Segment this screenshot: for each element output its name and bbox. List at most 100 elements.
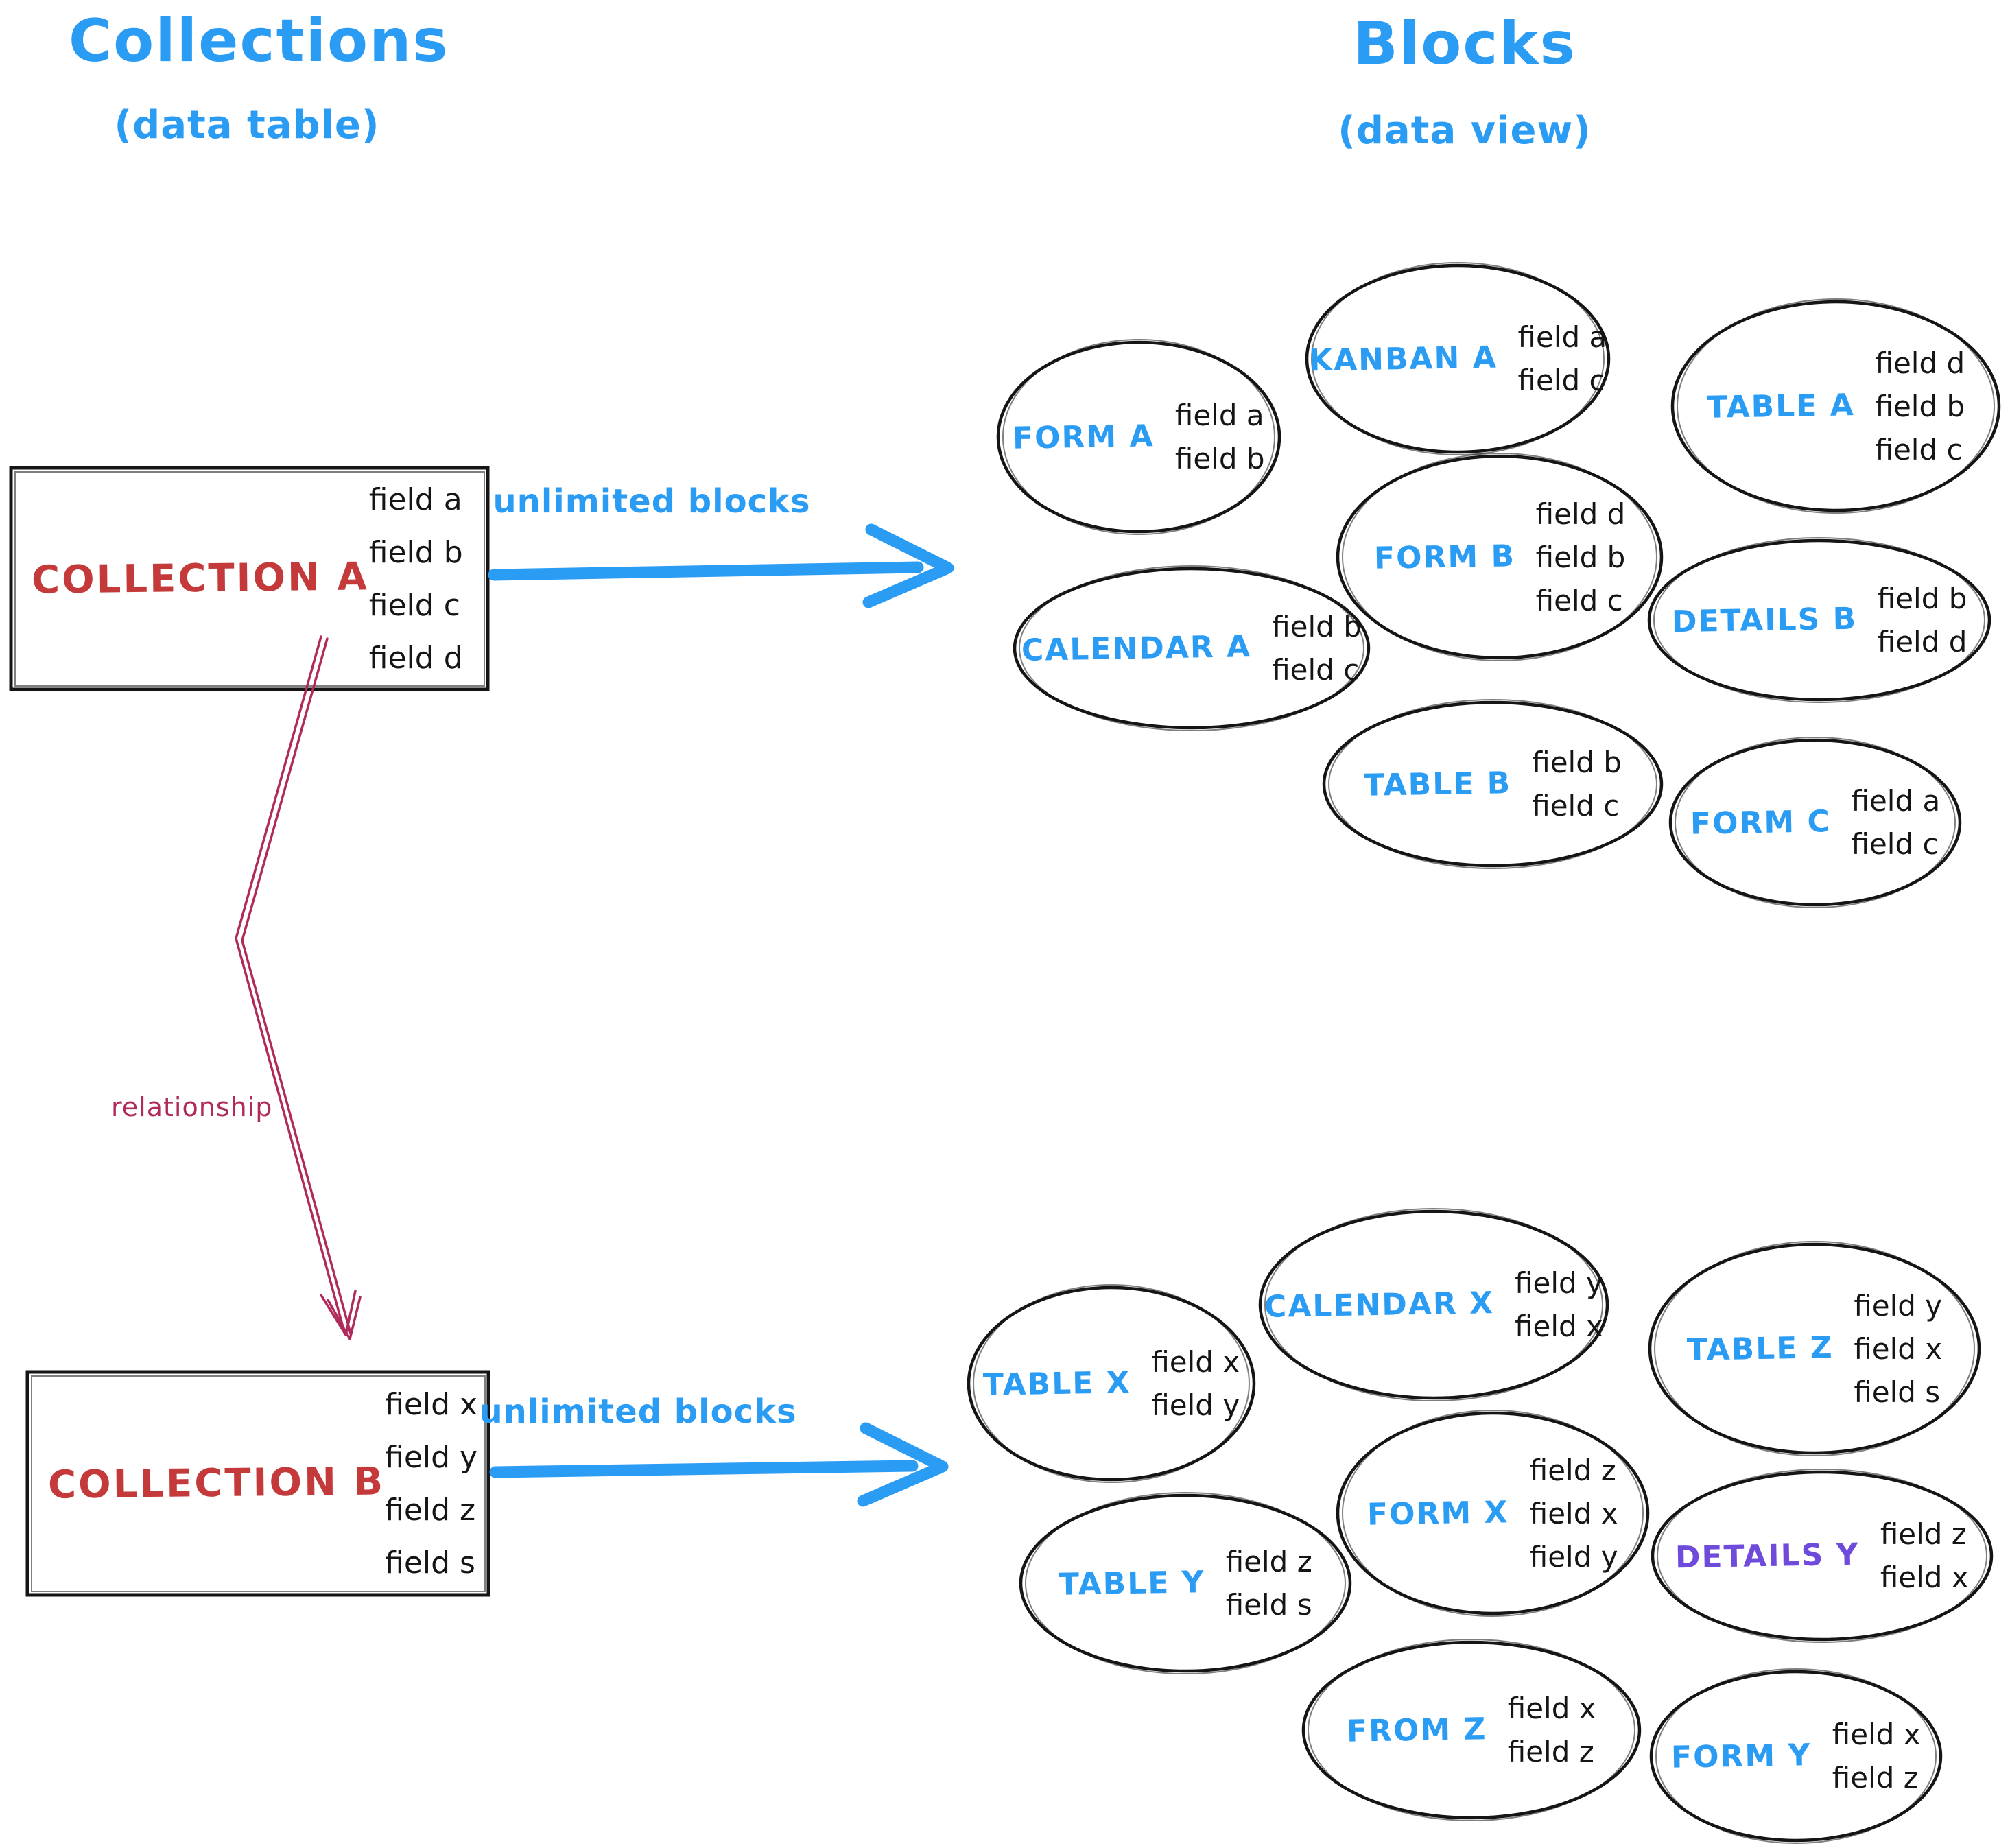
- collection-a: COLLECTION A field a field b field c fie…: [11, 468, 488, 689]
- block-fields: field y field x: [1515, 1266, 1603, 1343]
- table-a-ellipse: [1670, 300, 2001, 512]
- block-calendar-x: CALENDAR X field y field x: [1264, 1211, 1603, 1398]
- field-item: field a: [1517, 320, 1607, 354]
- left-column-title: Collections: [69, 7, 449, 75]
- kanban-a-ellipse: [1305, 263, 1611, 454]
- table-b-ellipse-sketch: [1328, 699, 1657, 869]
- field-item: field y: [1515, 1266, 1603, 1300]
- block-label: TABLE Y: [1058, 1564, 1206, 1602]
- form-c-ellipse-sketch: [1675, 737, 1956, 908]
- block-label: FROM Z: [1346, 1711, 1488, 1749]
- field-item: field d: [368, 640, 463, 676]
- field-item: field y: [1151, 1388, 1240, 1422]
- details-y-ellipse: [1651, 1470, 1994, 1642]
- form-y-ellipse: [1649, 1670, 1943, 1843]
- field-item: field z: [385, 1492, 476, 1528]
- block-details-y: DETAILS Y field z field x: [1659, 1472, 1985, 1639]
- unlimited-blocks-arrow-b: [489, 1422, 949, 1507]
- relationship-arrow: [235, 635, 362, 1340]
- field-item: field x: [1880, 1561, 1969, 1594]
- calendar-x-ellipse-sketch: [1264, 1208, 1603, 1401]
- block-fields: field b field d: [1878, 582, 1967, 659]
- field-item: field x: [1854, 1331, 1943, 1366]
- field-item: field z: [1225, 1545, 1312, 1578]
- relationship-label: relationship: [111, 1092, 273, 1122]
- block-fields: field x field z: [1832, 1718, 1921, 1794]
- form-x-ellipse-sketch: [1342, 1410, 1644, 1617]
- collection-a-box-sketch: [14, 471, 485, 687]
- field-item: field b: [1877, 582, 1967, 615]
- field-item: field y: [1854, 1288, 1943, 1323]
- field-item: field y: [1529, 1539, 1618, 1574]
- from-z-ellipse-sketch: [1308, 1639, 1635, 1821]
- block-fields: field y field x field s: [1854, 1289, 1942, 1409]
- field-item: field s: [385, 1545, 475, 1580]
- block-table-y: TABLE Y field z field s: [1031, 1495, 1340, 1671]
- field-item: field a: [1851, 784, 1941, 818]
- field-item: field s: [1854, 1375, 1941, 1409]
- block-fields: field a field c: [1518, 320, 1607, 397]
- collection-b-label: COLLECTION B: [47, 1459, 386, 1508]
- block-label: FORM C: [1690, 803, 1831, 842]
- block-form-x: FORM X field z field x field y: [1348, 1413, 1637, 1613]
- field-item: field z: [1832, 1761, 1919, 1794]
- field-item: field b: [1174, 442, 1265, 475]
- table-a-ellipse-sketch: [1677, 298, 1995, 514]
- block-fields: field x field y: [1151, 1345, 1240, 1422]
- collection-b: COLLECTION B field x field y field z fie…: [27, 1372, 488, 1595]
- form-a-ellipse-sketch: [1002, 339, 1275, 535]
- field-item: field x: [1515, 1310, 1603, 1343]
- block-table-x: TABLE X field x field y: [979, 1288, 1244, 1480]
- block-details-b: DETAILS B field b field d: [1656, 541, 1983, 700]
- block-label: DETAILS B: [1671, 601, 1858, 639]
- block-fields: field a field b: [1175, 399, 1265, 475]
- form-b-ellipse: [1336, 454, 1664, 660]
- block-label: FORM X: [1367, 1494, 1510, 1532]
- right-column-title: Blocks: [1353, 10, 1576, 78]
- field-item: field s: [1225, 1588, 1312, 1622]
- kanban-a-ellipse-sketch: [1311, 262, 1605, 455]
- field-item: field c: [1851, 827, 1939, 861]
- field-item: field x: [1832, 1718, 1921, 1751]
- block-label: CALENDAR X: [1264, 1285, 1495, 1325]
- collection-b-box: [25, 1370, 490, 1597]
- unlimited-blocks-arrow-a: [488, 523, 954, 608]
- block-kanban-a: KANBAN A field a field c: [1308, 265, 1607, 452]
- block-fields: field x field z: [1508, 1692, 1596, 1768]
- block-label: FORM B: [1373, 538, 1516, 576]
- field-item: field z: [1507, 1735, 1594, 1768]
- block-table-b: TABLE B field b field c: [1331, 702, 1655, 866]
- field-item: field x: [1151, 1345, 1240, 1379]
- table-z-ellipse: [1648, 1242, 1981, 1455]
- calendar-a-ellipse: [1013, 567, 1371, 730]
- block-fields: field z field x field y: [1530, 1454, 1618, 1574]
- block-fields: field z field s: [1226, 1545, 1312, 1622]
- block-from-z: FROM Z field x field z: [1310, 1642, 1633, 1818]
- field-item: field c: [1532, 789, 1620, 822]
- collection-b-box-sketch: [31, 1375, 486, 1592]
- left-column-subtitle: (data table): [114, 103, 380, 147]
- form-x-ellipse: [1336, 1411, 1650, 1615]
- collection-a-box: [9, 466, 490, 691]
- block-label: FORM A: [1012, 418, 1155, 456]
- block-label: TABLE X: [982, 1364, 1131, 1403]
- block-fields: field d field b field c: [1536, 497, 1626, 617]
- field-item: field d: [1877, 625, 1967, 659]
- field-item: field z: [1880, 1517, 1967, 1551]
- block-form-b: FORM B field d field b field c: [1345, 456, 1655, 658]
- block-fields: field a field c: [1852, 784, 1941, 861]
- block-fields: field b field c: [1272, 610, 1362, 687]
- field-item: field b: [368, 534, 463, 570]
- from-z-ellipse: [1301, 1640, 1642, 1820]
- field-item: field d: [1535, 497, 1626, 531]
- right-column-subtitle: (data view): [1338, 108, 1592, 153]
- block-fields: field z field x: [1880, 1517, 1969, 1594]
- table-y-ellipse-sketch: [1025, 1492, 1346, 1674]
- block-label: CALENDAR A: [1021, 628, 1252, 668]
- field-item: field y: [385, 1439, 478, 1475]
- field-item: field c: [1272, 653, 1360, 687]
- table-x-ellipse-sketch: [973, 1284, 1250, 1483]
- field-item: field x: [1507, 1692, 1596, 1725]
